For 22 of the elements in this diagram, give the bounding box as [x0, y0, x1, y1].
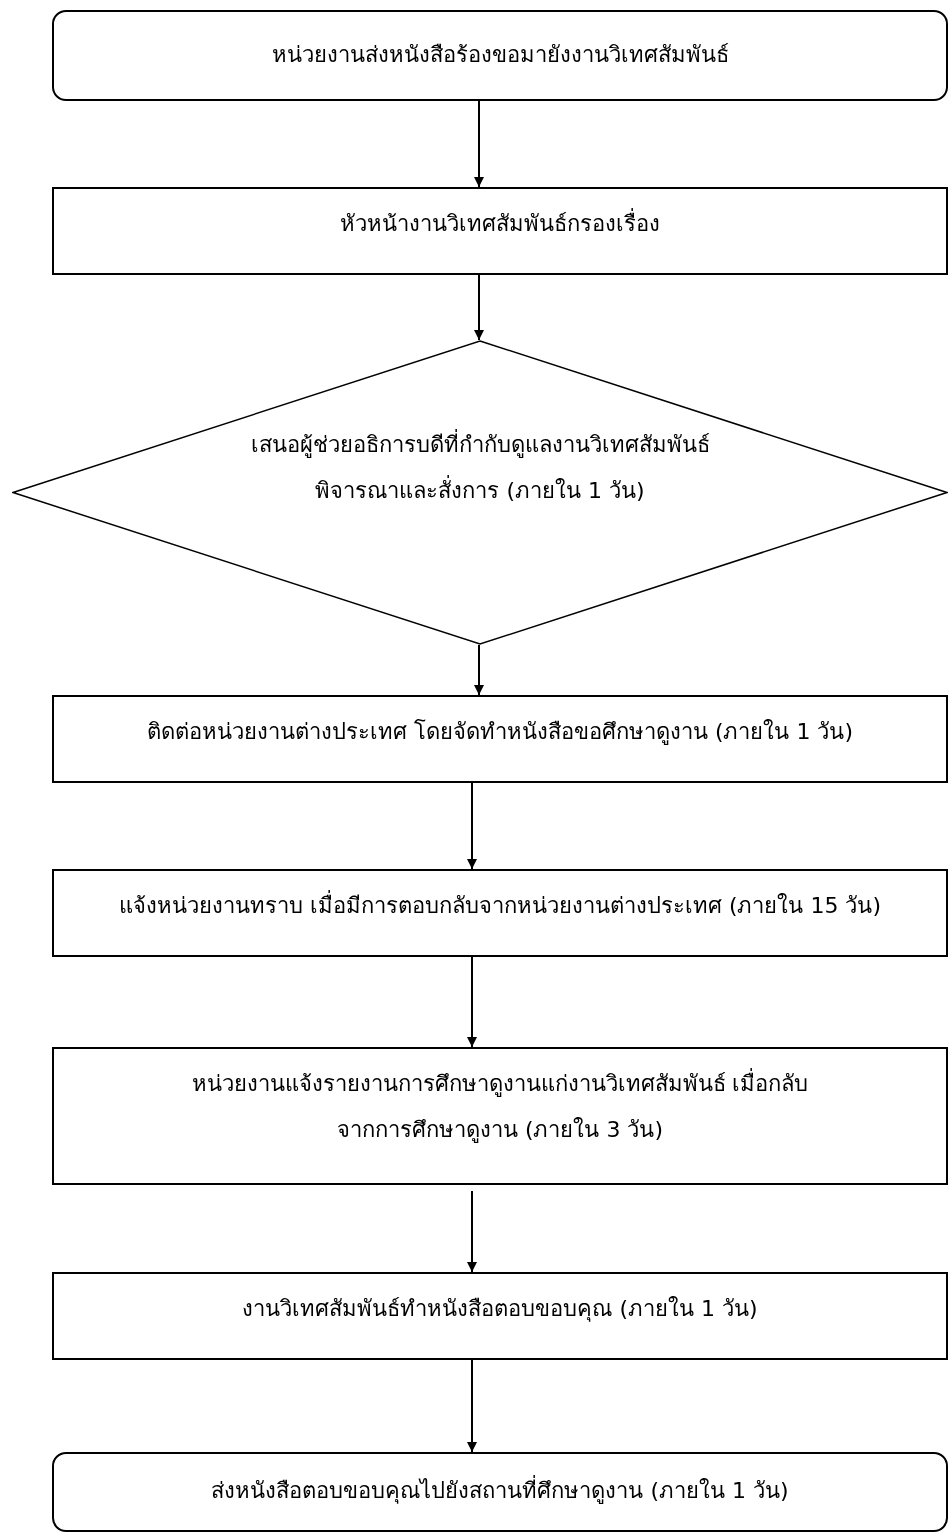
arrow: [467, 1190, 477, 1273]
arrow: [467, 782, 477, 870]
step-text: หัวหน้างานวิเทศสัมพันธ์กรองเรื่อง: [340, 201, 660, 247]
process-box: [52, 187, 948, 275]
step-text: หน่วยงานแจ้งรายงานการศึกษาดูงานแก่งานวิเทศสัมพันธ์ เมื่อกลับจากการศึกษาดูงาน (ภายใน 3 วัน): [180, 1061, 820, 1153]
process-box: [52, 869, 948, 957]
process-box: [52, 1272, 948, 1360]
rounded-box: [52, 10, 948, 101]
arrow: [474, 274, 484, 341]
step-text: ติดต่อหน่วยงานต่างประเทศ โดยจัดทำหนังสือขอศึกษาดูงาน (ภายใน 1 วัน): [146, 718, 854, 747]
step-text: ส่งหนังสือตอบขอบคุณไปยังสถานที่ศึกษาดูงาน (ภายใน 1 วัน): [211, 1468, 789, 1514]
step-text: งานวิเทศสัมพันธ์ทำหนังสือตอบขอบคุณ (ภายใน 1 วัน): [242, 1295, 758, 1324]
arrow: [467, 956, 477, 1048]
arrow: [467, 1359, 477, 1453]
arrow: [474, 644, 484, 696]
rounded-box: [52, 1452, 948, 1532]
step-text: เสนอผู้ช่วยอธิการบดีที่กำกับดูแลงานวิเทศสัมพันธ์พิจารณาและสั่งการ (ภายใน 1 วัน): [240, 422, 720, 514]
arrow: [474, 100, 484, 188]
process-box: [52, 1047, 948, 1185]
process-box: [52, 695, 948, 783]
step-text: หน่วยงานส่งหนังสือร้องขอมายังงานวิเทศสัมพันธ์: [271, 41, 729, 69]
step-text: แจ้งหน่วยงานทราบ เมื่อมีการตอบกลับจากหน่วยงานต่างประเทศ (ภายใน 15 วัน): [118, 883, 882, 929]
